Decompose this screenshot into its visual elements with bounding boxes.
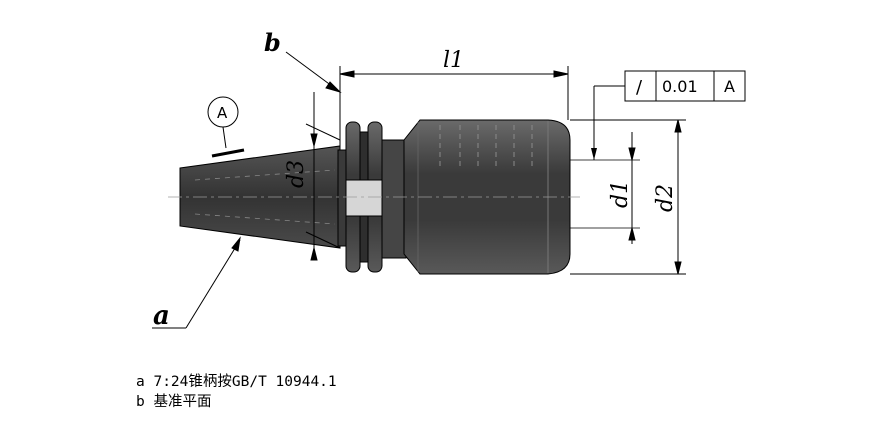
notes-block: a 7:24锥柄按GB/T 10944.1 b 基准平面 bbox=[136, 372, 337, 412]
dim-label-d1: d1 bbox=[608, 180, 633, 208]
note-b: b 基准平面 bbox=[136, 392, 337, 412]
dim-label-d3: d3 bbox=[284, 160, 309, 188]
datum-bubble-label: A bbox=[217, 104, 228, 122]
dimension-d2 bbox=[570, 119, 686, 275]
note-a-key: a bbox=[136, 374, 145, 390]
toolholder-body bbox=[168, 119, 640, 275]
label-a: a bbox=[153, 301, 170, 331]
note-b-key: b bbox=[136, 394, 145, 410]
dimension-d3 bbox=[305, 92, 341, 261]
note-a: a 7:24锥柄按GB/T 10944.1 bbox=[136, 372, 337, 392]
tolerance-datum: A bbox=[724, 77, 735, 96]
dimension-l1 bbox=[339, 66, 569, 146]
note-b-text: 基准平面 bbox=[153, 394, 212, 410]
leader-a bbox=[152, 236, 241, 329]
dim-label-d2: d2 bbox=[653, 184, 678, 212]
dimension-d1 bbox=[628, 132, 636, 244]
runout-tolerance-frame bbox=[591, 70, 746, 160]
dim-label-l1: l1 bbox=[443, 48, 464, 73]
note-a-text: 7:24锥柄按GB/T 10944.1 bbox=[153, 374, 337, 390]
datum-a-symbol bbox=[207, 96, 245, 158]
tolerance-value: 0.01 bbox=[662, 77, 698, 96]
leader-b bbox=[285, 51, 342, 94]
label-b: b bbox=[264, 28, 281, 57]
runout-symbol: / bbox=[636, 77, 643, 98]
